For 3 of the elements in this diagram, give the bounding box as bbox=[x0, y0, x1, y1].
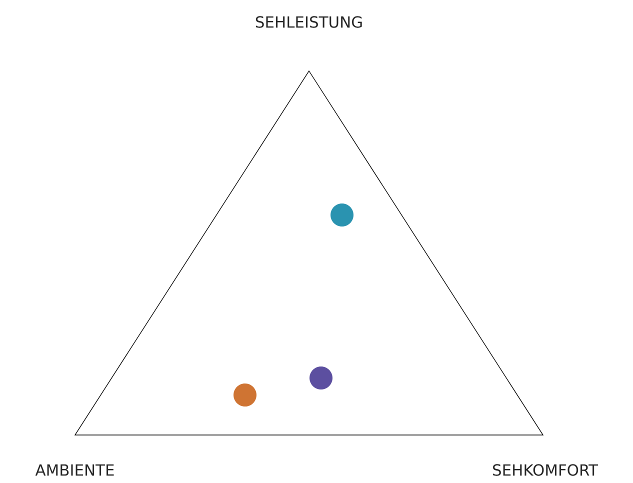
corner-label: SEHKOMFORT bbox=[493, 464, 598, 476]
corner-label: SEHLEISTUNG bbox=[256, 16, 362, 28]
corner-label: AMBIENTE bbox=[35, 464, 114, 476]
